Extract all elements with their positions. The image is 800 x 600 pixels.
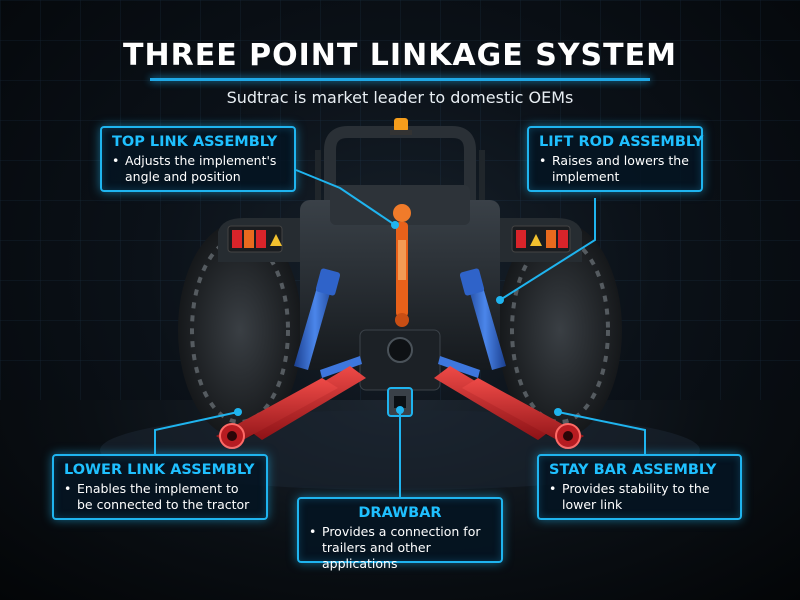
right-stay-bar (438, 356, 480, 378)
callout-lower-link-text: Enables the implement to be connected to… (64, 481, 256, 513)
right-lower-link (434, 366, 584, 449)
callout-top-link: TOP LINK ASSEMBLY Adjusts the implement'… (100, 126, 296, 192)
callout-top-link-text: Adjusts the implement's angle and positi… (112, 153, 284, 185)
right-tire (498, 222, 622, 438)
left-lift-rod (294, 268, 341, 370)
beacon-light (394, 118, 408, 132)
callout-connector-dots (234, 221, 562, 416)
callout-drawbar-heading: DRAWBAR (358, 505, 442, 521)
callout-top-link-heading: TOP LINK ASSEMBLY (112, 134, 278, 150)
top-link (393, 204, 411, 327)
callout-drawbar: DRAWBAR Provides a connection for traile… (297, 497, 503, 571)
callout-drawbar-text: Provides a connection for trailers and o… (309, 524, 491, 572)
callout-lift-rod-text: Raises and lowers the implement (539, 153, 691, 185)
callout-stay-bar-text: Provides stability to the lower link (549, 481, 730, 513)
left-lower-link (216, 366, 366, 449)
callout-connectors (154, 169, 646, 497)
right-lift-rod (459, 268, 506, 370)
page-subtitle: Sudtrac is market leader to domestic OEM… (226, 88, 574, 107)
left-stay-bar (320, 356, 362, 378)
title-underline (150, 78, 650, 81)
pto-shaft (387, 337, 413, 363)
callout-stay-bar-heading: STAY BAR ASSEMBLY (549, 462, 717, 478)
left-tire (178, 222, 302, 438)
drawbar-pin-hole (394, 396, 406, 408)
callout-lower-link-heading: LOWER LINK ASSEMBLY (64, 462, 255, 478)
right-fender (500, 218, 582, 262)
callout-lift-rod: LIFT ROD ASSEMBLY Raises and lowers the … (527, 126, 703, 192)
callout-lift-rod-heading: LIFT ROD ASSEMBLY (539, 134, 704, 150)
callout-stay-bar: STAY BAR ASSEMBLY Provides stability to … (537, 454, 742, 520)
page-title: THREE POINT LINKAGE SYSTEM (123, 38, 677, 73)
left-fender (218, 218, 300, 262)
beacon-base (390, 130, 412, 135)
callout-lower-link: LOWER LINK ASSEMBLY Enables the implemen… (52, 454, 268, 520)
